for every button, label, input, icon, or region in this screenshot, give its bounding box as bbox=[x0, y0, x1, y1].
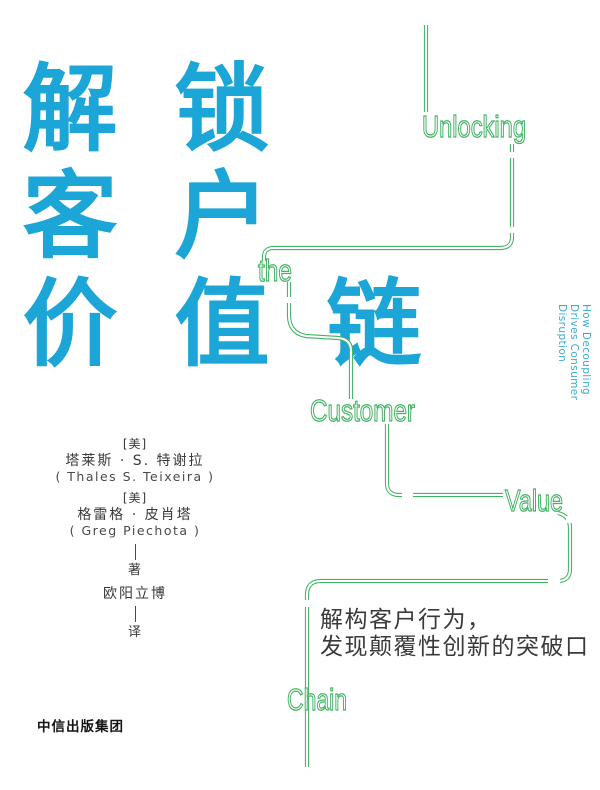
chain-segment-4-inner bbox=[385, 424, 503, 497]
translator-role-label: 译 bbox=[127, 625, 142, 640]
credits-divider bbox=[134, 544, 136, 560]
title-char-zhi: 值 bbox=[174, 270, 270, 380]
title-char-lian: 链 bbox=[326, 270, 422, 380]
chain-gap bbox=[402, 491, 413, 499]
chain-gap bbox=[548, 577, 560, 585]
tagline-line-1: 解构客户行为， bbox=[320, 607, 492, 633]
chain-segment-3 bbox=[286, 282, 354, 399]
chain-segment-2 bbox=[261, 144, 515, 261]
vertical-subtitle: How Decoupling Drives Consumer Disruptio… bbox=[556, 304, 592, 401]
author-2-origin: [美] bbox=[122, 491, 148, 505]
title-char-jie: 解 bbox=[22, 55, 118, 165]
chain-segment-4 bbox=[384, 424, 503, 498]
author-1-name-cn: 塔莱斯 · S. 特谢拉 bbox=[65, 453, 205, 469]
title-char-jia: 价 bbox=[22, 270, 118, 380]
title-char-hu: 户 bbox=[174, 162, 270, 272]
publisher-logo-text: 中信出版集团 bbox=[37, 719, 124, 735]
author-1-origin: [美] bbox=[122, 437, 148, 451]
english-word-chain: Chain bbox=[287, 682, 347, 717]
chain-segment-2-inner bbox=[262, 144, 514, 261]
english-word-value: Value bbox=[505, 483, 563, 518]
author-1-name-en: ( Thales S. Teixeira ) bbox=[55, 469, 215, 484]
credits-block: [美] 塔莱斯 · S. 特谢拉 ( Thales S. Teixeira ) … bbox=[45, 437, 225, 640]
chain-gap bbox=[285, 297, 293, 303]
title-char-ke: 客 bbox=[22, 162, 118, 272]
english-word-unlocking: Unlocking bbox=[422, 109, 526, 144]
tagline: 解构客户行为， 发现颠覆性创新的突破口 bbox=[320, 607, 590, 661]
author-role-label: 著 bbox=[127, 563, 142, 578]
chain-segment-3-inner bbox=[287, 282, 353, 399]
chain-gap bbox=[508, 152, 516, 158]
author-2-name-cn: 格雷格 · 皮肖塔 bbox=[77, 507, 193, 523]
translator-name: 欧阳立博 bbox=[103, 586, 167, 602]
english-word-the: the bbox=[258, 253, 292, 288]
credits-divider bbox=[134, 606, 136, 622]
english-word-customer: Customer bbox=[310, 393, 415, 428]
tagline-line-2: 发现颠覆性创新的突破口 bbox=[320, 634, 590, 660]
chain-gap bbox=[508, 227, 516, 233]
chain-gap bbox=[303, 600, 311, 607]
author-2-name-en: ( Greg Piechota ) bbox=[69, 523, 201, 538]
title-char-suo: 锁 bbox=[174, 55, 270, 165]
chain-gap bbox=[566, 516, 574, 523]
